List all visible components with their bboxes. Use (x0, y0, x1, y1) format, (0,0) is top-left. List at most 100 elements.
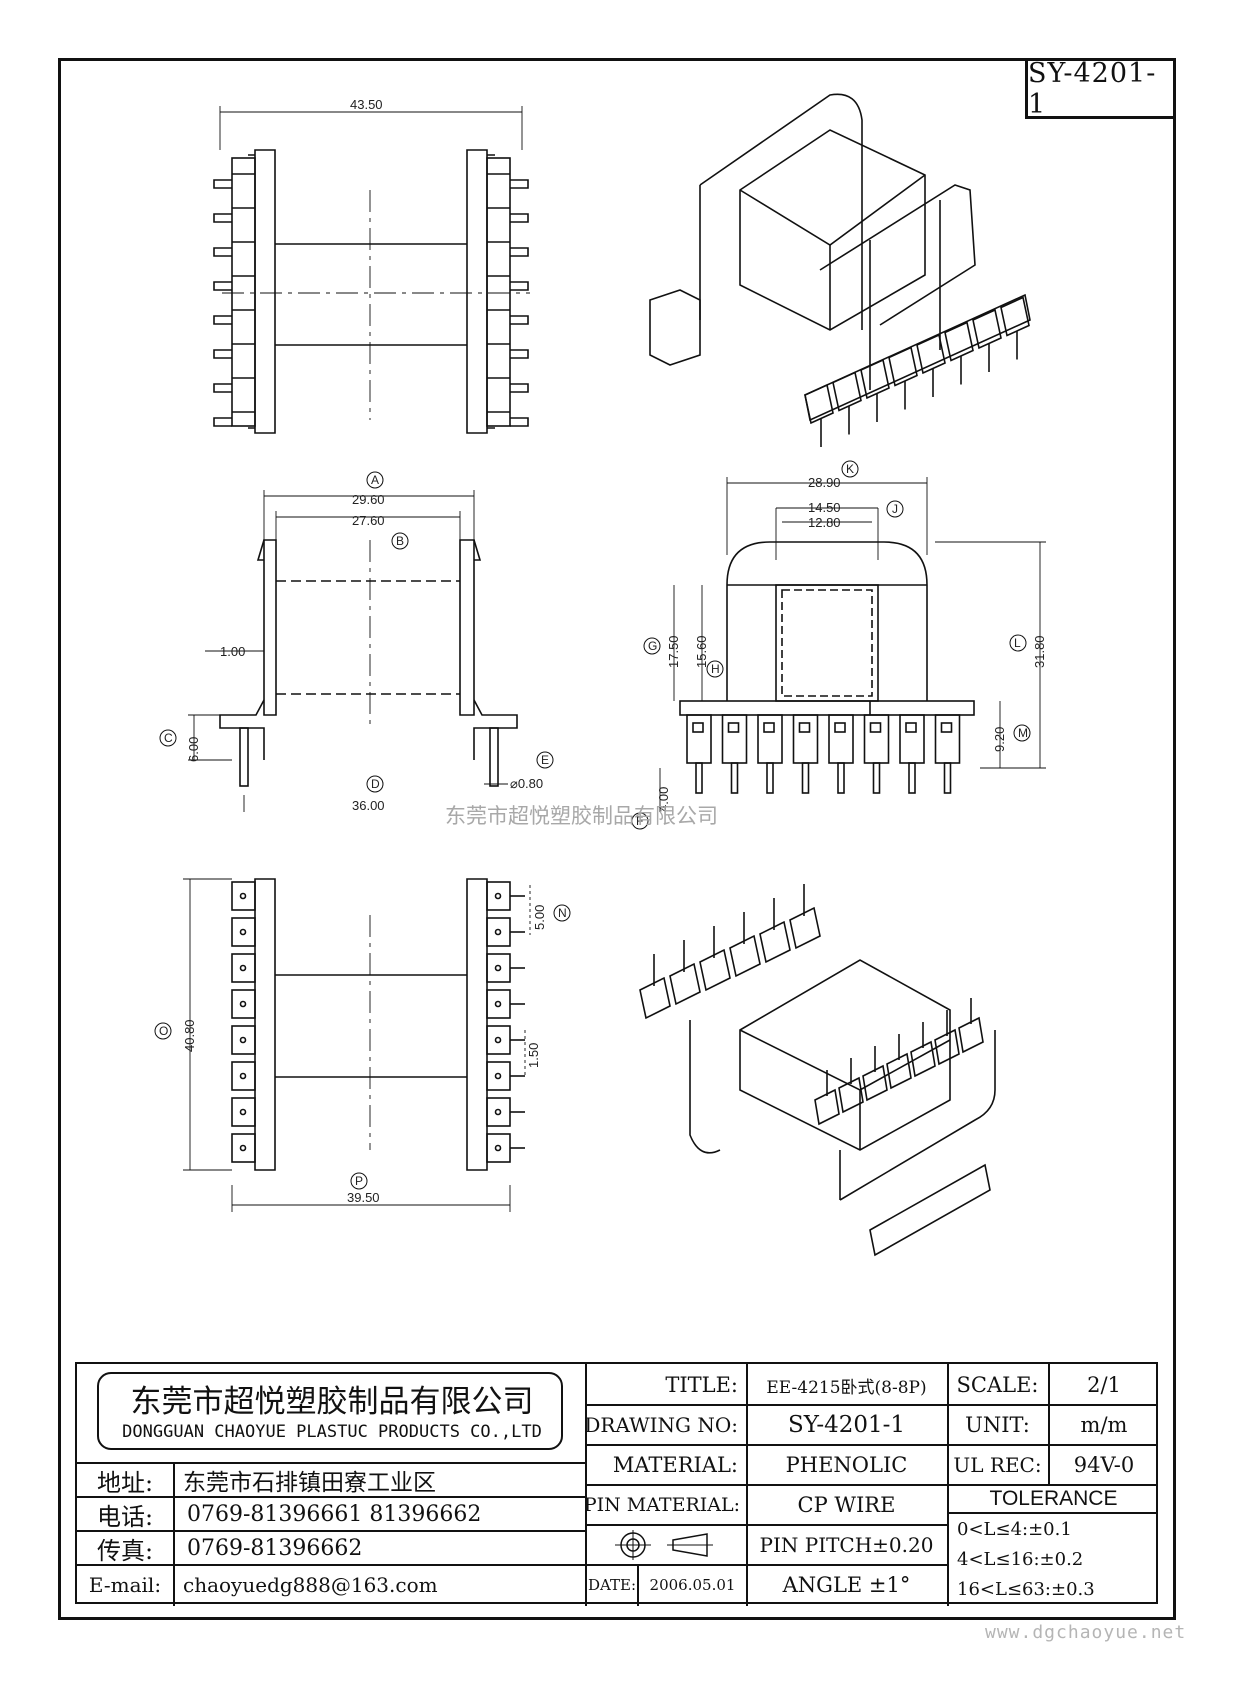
bottom-view-pin-hole (239, 892, 247, 900)
scale-value: 2/1 (1087, 1373, 1121, 1397)
top-view-pin (510, 349, 529, 359)
label-e: E (541, 753, 549, 767)
iso-bottom-pin-block (639, 976, 671, 1020)
bottom-view-pad (486, 881, 511, 911)
dim-wall: 1.00 (220, 644, 245, 659)
bottom-view-pad (231, 1097, 256, 1127)
unit-label: UNIT: (965, 1413, 1030, 1437)
bottom-view-pin-hole (239, 1000, 247, 1008)
label-g: G (648, 639, 657, 653)
iso-bottom-pin-block (862, 1064, 888, 1102)
label-p: P (355, 1174, 363, 1188)
top-view-pins (213, 173, 529, 427)
bottom-view-pads (231, 881, 525, 1163)
ul-rec-value: 94V-0 (1073, 1453, 1135, 1477)
website-text: www.dgchaoyue.net (985, 1622, 1187, 1643)
material-value: PHENOLIC (785, 1453, 908, 1477)
front-view-pin-notch (727, 722, 740, 733)
bottom-view-pad (231, 1025, 256, 1055)
front-view-pin-notch (763, 722, 775, 733)
top-view-pin (213, 417, 232, 427)
bottom-view-pin-hole (239, 1144, 247, 1152)
iso-top-pin-block (1000, 296, 1030, 337)
phone-value: 0769-81396661 81396662 (187, 1501, 482, 1527)
iso-bottom-pin-block (699, 948, 731, 992)
dim-43-50: 43.50 (350, 97, 383, 112)
label-b: B (396, 534, 404, 548)
iso-bottom-pin-block (814, 1088, 840, 1126)
side-view (188, 490, 518, 812)
bottom-view-pad (231, 953, 256, 983)
front-view-pin-notch (940, 722, 953, 733)
dim-o: 40.80 (182, 1019, 197, 1052)
bottom-view-pin-hole (494, 1036, 502, 1044)
top-view-pin (213, 179, 232, 189)
dim-e: ⌀0.80 (510, 776, 543, 791)
drawing-frame (58, 58, 1176, 1620)
front-view-pin (801, 762, 810, 794)
tolerance-row-2: 4<L≤16:±0.2 (957, 1548, 1084, 1570)
dim-m: 9.20 (992, 727, 1007, 752)
label-l: L (1014, 636, 1021, 650)
front-view-pin (872, 762, 881, 794)
material-label: MATERIAL: (612, 1453, 738, 1477)
isometric-view-top (649, 93, 1031, 422)
dim-i: 12.80 (808, 515, 841, 530)
isometric-view-top-pins (804, 296, 1030, 447)
drawing-no-label: DRAWING NO: (587, 1413, 738, 1437)
projection-symbol-icon (615, 1530, 713, 1560)
phone-label: 电话: (96, 1502, 154, 1531)
iso-bottom-pin-block (759, 920, 791, 964)
bottom-view-pin-hole (494, 1000, 502, 1008)
dim-b: 27.60 (352, 513, 385, 528)
iso-top-pin-block (916, 333, 946, 375)
isometric-view-bottom-pins (639, 884, 984, 1126)
iso-bottom-pin-block (729, 934, 761, 978)
company-name-en: DONGGUAN CHAOYUE PLASTUC PRODUCTS CO.,LT… (122, 1422, 542, 1442)
label-k: K (846, 462, 854, 476)
front-view-pin (908, 762, 916, 794)
top-view-pin (213, 247, 232, 257)
bottom-view-pad (486, 1025, 511, 1055)
top-view-pin (213, 213, 232, 223)
bottom-view-pad (486, 989, 511, 1019)
title-value: EE-4215卧式(8-8P) (766, 1377, 927, 1398)
top-view-pin (213, 383, 232, 393)
front-view-pin-notch (798, 722, 811, 733)
angle-tolerance: ANGLE ±1° (782, 1573, 911, 1597)
tolerance-label: TOLERANCE (989, 1487, 1118, 1510)
label-n: N (558, 906, 567, 920)
address-label: 地址: (96, 1468, 154, 1497)
iso-top-pin-block (972, 308, 1002, 350)
tolerance-row-3: 16<L≤63:±0.3 (957, 1578, 1095, 1600)
pin-material-label: PIN MATERIAL: (587, 1494, 740, 1516)
title-block: 东莞市超悦塑胶制品有限公司 DONGGUAN CHAOYUE PLASTUC P… (75, 1362, 1158, 1606)
front-view-pin-notch (905, 722, 917, 733)
company-name-box: 东莞市超悦塑胶制品有限公司 DONGGUAN CHAOYUE PLASTUC P… (97, 1372, 563, 1450)
pin-pitch: PIN PITCH±0.20 (759, 1533, 934, 1557)
bottom-view-pin-hole (239, 964, 247, 972)
date-value: 2006.05.01 (649, 1576, 736, 1594)
top-view (219, 106, 530, 434)
dim-pin-gap: 1.50 (526, 1043, 541, 1068)
iso-bottom-pin-block (958, 1016, 984, 1054)
label-h: H (711, 662, 720, 676)
top-view-pin (213, 315, 232, 325)
top-view-pin (510, 281, 529, 291)
iso-bottom-pin-block (838, 1076, 864, 1114)
front-view-pin (837, 762, 845, 794)
top-view-pin (510, 179, 529, 189)
bottom-view-pin-hole (494, 1072, 502, 1080)
iso-top-pin-block (860, 358, 890, 400)
bottom-view-pad (486, 1061, 511, 1091)
front-view-pins (686, 714, 961, 794)
front-view-pin-notch (834, 722, 846, 733)
fax-label: 传真: (96, 1536, 154, 1565)
dim-h: 15.60 (694, 635, 709, 668)
drawing-no-value: SY-4201-1 (787, 1412, 906, 1438)
front-view-pin (943, 762, 952, 794)
ul-rec-label: UL REC: (953, 1453, 1042, 1477)
label-c: C (164, 731, 173, 745)
label-d: D (371, 777, 380, 791)
